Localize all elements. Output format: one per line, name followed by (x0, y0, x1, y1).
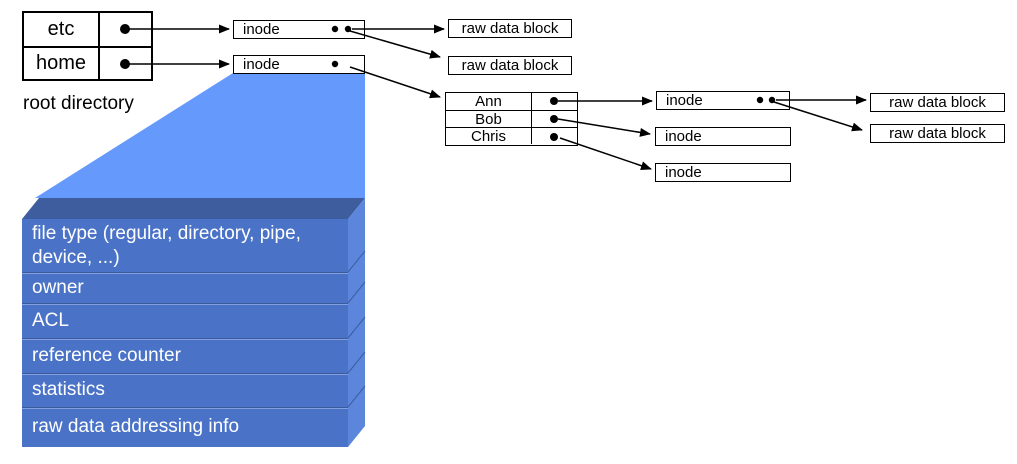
inode-box-home: inode (233, 55, 365, 74)
entry-name: etc (24, 13, 100, 46)
inode-box-ann: inode (656, 91, 790, 110)
directory-entry-ann: Ann (446, 93, 577, 110)
entry-name: home (24, 48, 100, 79)
inode-box-chris: inode (655, 163, 791, 182)
inode-field-reference-counter: reference counter (22, 338, 348, 373)
root-directory-table: etc home (22, 11, 153, 81)
inode-field-owner: owner (22, 272, 348, 303)
root-directory-caption: root directory (23, 93, 134, 114)
directory-entry-bob: Bob (446, 110, 577, 128)
inode-label: inode (665, 128, 702, 145)
entry-name: Bob (446, 111, 532, 128)
inode-box-etc: inode (233, 20, 365, 39)
inode-box-bob: inode (655, 127, 791, 146)
raw-data-block-2: raw data block (448, 56, 572, 75)
home-directory-table: Ann Bob Chris (445, 92, 578, 146)
raw-data-block-4: raw data block (870, 124, 1005, 143)
inode-field-raw-data-addressing: raw data addressing info (22, 407, 348, 447)
entry-name: Ann (446, 93, 532, 110)
inode-detail-panel: file type (regular, directory, pipe, dev… (22, 219, 348, 447)
directory-entry-chris: Chris (446, 127, 577, 145)
directory-entry-etc: etc (24, 13, 151, 46)
raw-data-block-1: raw data block (448, 19, 572, 38)
slab-side-dividers (347, 250, 366, 408)
inode-label: inode (666, 92, 703, 109)
directory-entry-home: home (24, 46, 151, 79)
slab-top-face (22, 198, 365, 219)
raw-data-block-label: raw data block (889, 94, 986, 111)
entry-name: Chris (446, 128, 532, 145)
inode-field-acl: ACL (22, 303, 348, 338)
inode-label: inode (243, 56, 280, 73)
inode-label: inode (665, 164, 702, 181)
raw-data-block-label: raw data block (889, 125, 986, 142)
inode-label: inode (243, 21, 280, 38)
slab-side-face (348, 198, 365, 447)
inode-field-file-type: file type (regular, directory, pipe, dev… (32, 223, 301, 269)
magnify-funnel-shape (35, 73, 365, 198)
raw-data-block-3: raw data block (870, 93, 1005, 112)
raw-data-block-label: raw data block (461, 57, 559, 74)
raw-data-block-label: raw data block (461, 20, 559, 37)
inode-field-statistics: statistics (22, 373, 348, 407)
